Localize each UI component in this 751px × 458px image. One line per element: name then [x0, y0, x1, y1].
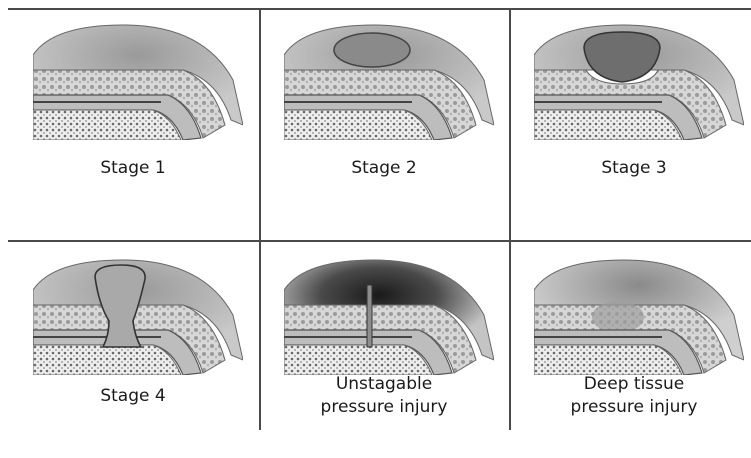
- stage-1-cell: Stage 1: [8, 10, 258, 225]
- stage-4-illustration: [33, 255, 243, 375]
- stage-4-cell: Stage 4: [8, 243, 258, 458]
- pressure-injury-stages-grid: Stage 1: [0, 0, 751, 430]
- stage-3-label: Stage 3: [509, 157, 751, 180]
- stage-2-illustration: [284, 20, 494, 140]
- deep-tissue-label: Deep tissue pressure injury: [509, 373, 751, 419]
- deep-tissue-label-line-1: Deep tissue: [509, 373, 751, 396]
- stage-3-cell: Stage 3: [509, 10, 751, 225]
- deep-tissue-cell: Deep tissue pressure injury: [509, 243, 751, 458]
- stage-2-label: Stage 2: [259, 157, 509, 180]
- stage-2-label-line-1: Stage 2: [259, 157, 509, 180]
- unstageable-label-line-2: pressure injury: [259, 396, 509, 419]
- unstageable-label: Unstagable pressure injury: [259, 373, 509, 419]
- stage-1-label-line-1: Stage 1: [8, 157, 258, 180]
- stage-4-label-line-1: Stage 4: [8, 385, 258, 408]
- stage-2-cell: Stage 2: [259, 10, 509, 225]
- stage-3-label-line-1: Stage 3: [509, 157, 751, 180]
- stage-1-label: Stage 1: [8, 157, 258, 180]
- stage-4-label: Stage 4: [8, 385, 258, 408]
- deep-tissue-illustration: [534, 255, 744, 375]
- deep-tissue-label-line-2: pressure injury: [509, 396, 751, 419]
- unstageable-cell: Unstagable pressure injury: [259, 243, 509, 458]
- stage-3-illustration: [534, 20, 744, 140]
- grid-divider-middle: [8, 240, 751, 242]
- stage-1-illustration: [33, 20, 243, 140]
- unstageable-illustration: [284, 255, 494, 375]
- unstageable-label-line-1: Unstagable: [259, 373, 509, 396]
